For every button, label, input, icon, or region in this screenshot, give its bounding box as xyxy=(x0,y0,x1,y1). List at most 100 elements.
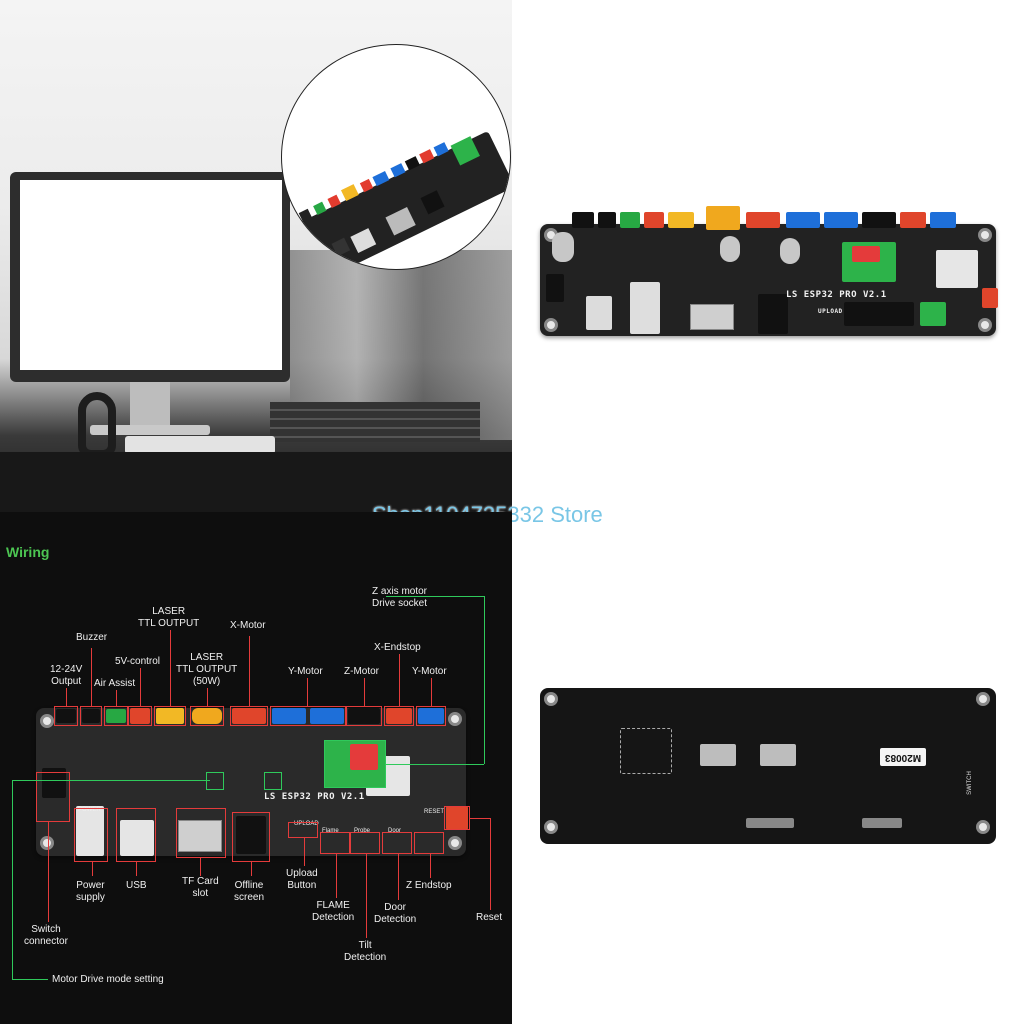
z-axis-motor-label: Z axis motor Drive socket xyxy=(372,586,428,609)
headphones xyxy=(78,392,116,458)
laser-50w-connector xyxy=(706,206,740,230)
detection-connectors xyxy=(844,302,914,326)
callout-box xyxy=(230,706,268,726)
power-label: POWER xyxy=(78,807,101,813)
air-assist-connector xyxy=(620,212,640,228)
callout-box xyxy=(414,832,444,854)
x-motor-connector xyxy=(232,708,266,724)
x-endstop-connector xyxy=(386,708,412,724)
mount-hole xyxy=(544,820,558,834)
monitor-stand xyxy=(130,382,170,428)
wiring-board: POWER UPLOAD RESET Flame Probe Door LS E… xyxy=(36,708,468,856)
5v-control-connector xyxy=(644,212,664,228)
leader-line xyxy=(386,764,484,765)
callout-box xyxy=(320,832,350,854)
z-motor-connector xyxy=(862,212,896,228)
leader-line xyxy=(386,596,484,597)
mount-hole xyxy=(40,714,54,728)
leader-line xyxy=(490,818,491,910)
offline-screen-port xyxy=(236,816,266,854)
switch-connector-label: Switch connector xyxy=(24,924,68,947)
callout-box xyxy=(154,706,186,726)
output-connector xyxy=(572,212,594,228)
leader-line xyxy=(304,838,305,866)
switch-terminal xyxy=(546,274,564,302)
silkscreen-outline xyxy=(620,728,672,774)
desk xyxy=(0,452,512,512)
callout-box xyxy=(288,822,318,838)
5v-control-connector xyxy=(130,708,150,724)
leader-line xyxy=(12,979,48,980)
tf-card-label: TF Card slot xyxy=(182,876,219,899)
offline-screen-port xyxy=(758,294,788,334)
callout-box xyxy=(54,706,78,726)
inset-board-circle xyxy=(281,44,511,270)
offline-screen-label: Offline screen xyxy=(234,880,265,903)
leader-line xyxy=(430,854,431,878)
leader-line xyxy=(336,854,337,898)
laser-50w-label: LASER TTL OUTPUT (50W) xyxy=(176,652,238,687)
callout-box xyxy=(36,772,70,822)
y-motor-label: Y-Motor xyxy=(288,666,323,677)
mount-hole xyxy=(978,228,992,242)
usb-port xyxy=(630,282,660,334)
buzzer-label: Buzzer xyxy=(76,632,108,643)
callout-box xyxy=(232,812,270,862)
leader-line xyxy=(207,688,208,706)
switch-silkscreen: SWITCH xyxy=(966,771,973,795)
leader-line xyxy=(12,780,13,980)
solder-pad xyxy=(700,744,736,766)
upload-board-label: UPLOAD xyxy=(294,821,319,827)
mount-hole xyxy=(544,692,558,706)
capacitor xyxy=(720,236,740,262)
leader-line xyxy=(48,822,49,922)
y-motor-connector xyxy=(824,212,858,228)
tf-card-slot xyxy=(690,304,734,330)
mount-hole xyxy=(976,820,990,834)
switch-terminal xyxy=(42,768,66,798)
mount-hole xyxy=(448,836,462,850)
output-12-24v-label: 12-24V Output xyxy=(50,664,83,687)
wiring-title: Wiring xyxy=(6,544,50,560)
callout-box xyxy=(74,808,108,862)
esp32-module xyxy=(936,250,978,288)
laser-connector xyxy=(668,212,694,228)
y-motor-connector xyxy=(786,212,820,228)
probe-board-label: Probe xyxy=(354,828,371,834)
y-motor-connector xyxy=(310,708,344,724)
board-model-label: LS ESP32 PRO V2.1 xyxy=(786,290,887,300)
mount-hole xyxy=(448,712,462,726)
power-jack xyxy=(76,806,104,856)
reset-connector xyxy=(446,806,468,830)
buzzer-connector xyxy=(598,212,616,228)
callout-box xyxy=(416,706,446,726)
capacitor xyxy=(780,238,800,264)
callout-box xyxy=(346,706,382,726)
usb-edge xyxy=(746,818,794,828)
y-motor-connector xyxy=(418,708,444,724)
dip-switch xyxy=(852,246,880,262)
leader-line xyxy=(364,678,365,706)
leader-line xyxy=(66,688,67,706)
mount-hole xyxy=(544,318,558,332)
callout-box xyxy=(382,832,412,854)
x-endstop-connector xyxy=(900,212,926,228)
mount-hole xyxy=(978,318,992,332)
leader-line xyxy=(200,858,201,876)
laser-ttl-connector xyxy=(156,708,184,724)
door-connector xyxy=(920,302,946,326)
mount-hole xyxy=(976,692,990,706)
laser-ttl-label: LASER TTL OUTPUT xyxy=(138,606,200,629)
leader-line xyxy=(470,818,490,819)
book-stack xyxy=(270,402,480,442)
output-12-24v-connector xyxy=(56,709,76,723)
buzzer-connector xyxy=(82,709,100,723)
z-endstop-label: Z Endstop xyxy=(406,880,452,891)
usb-label: USB xyxy=(126,880,147,891)
usb-port xyxy=(120,820,154,856)
door-board-label: Door xyxy=(388,828,402,834)
leader-line xyxy=(366,854,367,938)
door-detection-label: Door Detection xyxy=(374,902,417,925)
leader-line xyxy=(399,654,400,706)
mount-hole xyxy=(40,836,54,850)
